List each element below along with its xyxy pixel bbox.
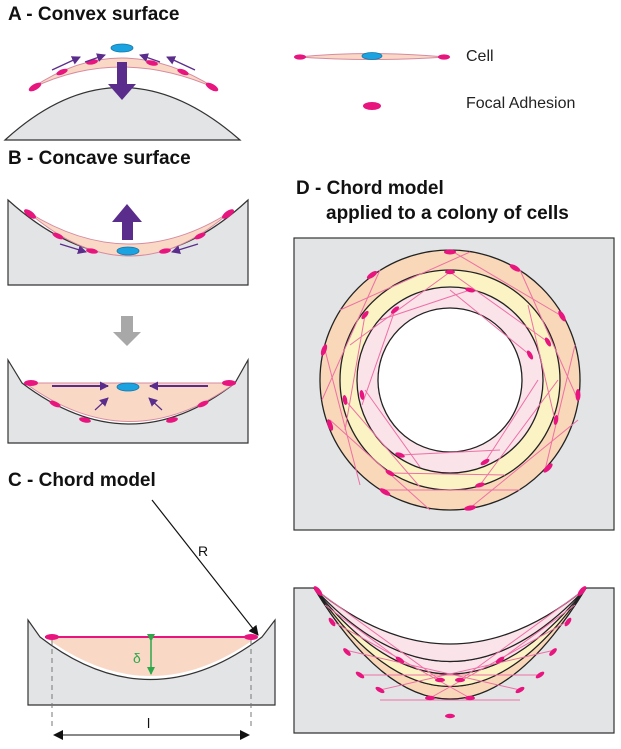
panel-d-colony-ring (293, 237, 615, 531)
panel-d-colony-concave (293, 586, 615, 734)
panel-b-title: B - Concave surface (8, 148, 191, 169)
traction-arrows-a (51, 53, 196, 71)
chord-substrate (27, 618, 276, 706)
panel-b-concave-bottom (7, 357, 249, 444)
concave-substrate-bottom (7, 357, 249, 444)
legend (294, 52, 450, 110)
panel-d-title-line2: applied to a colony of cells (326, 203, 569, 224)
cell-nucleus (110, 43, 134, 53)
upward-force-arrow (112, 204, 142, 240)
colony-void (377, 307, 523, 453)
transition-arrow (113, 316, 141, 346)
panel-a-title: A - Convex surface (8, 4, 180, 25)
panel-d-title-line1: D - Chord model (296, 178, 444, 199)
panel-c-chord: R δ l (27, 499, 276, 740)
focal-adhesions-a (28, 59, 219, 92)
downward-force-arrow (108, 62, 136, 100)
legend-cell-label: Cell (466, 48, 494, 65)
radius-label: R (198, 543, 208, 559)
length-label: l (147, 715, 150, 731)
focal-adhesions-ring (320, 249, 581, 511)
radius-line (151, 499, 259, 636)
deflection-label: δ (133, 650, 141, 666)
stress-fibers-concave (315, 589, 585, 701)
legend-adhesion-shape (363, 102, 381, 110)
stress-fibers-ring (321, 249, 579, 511)
panel-b-concave-top (7, 198, 249, 286)
focal-adhesions-b (24, 209, 234, 254)
panel-c-title: C - Chord model (8, 470, 156, 491)
panel-a-convex (3, 43, 242, 141)
legend-focal-adhesion-label: Focal Adhesion (466, 95, 576, 112)
